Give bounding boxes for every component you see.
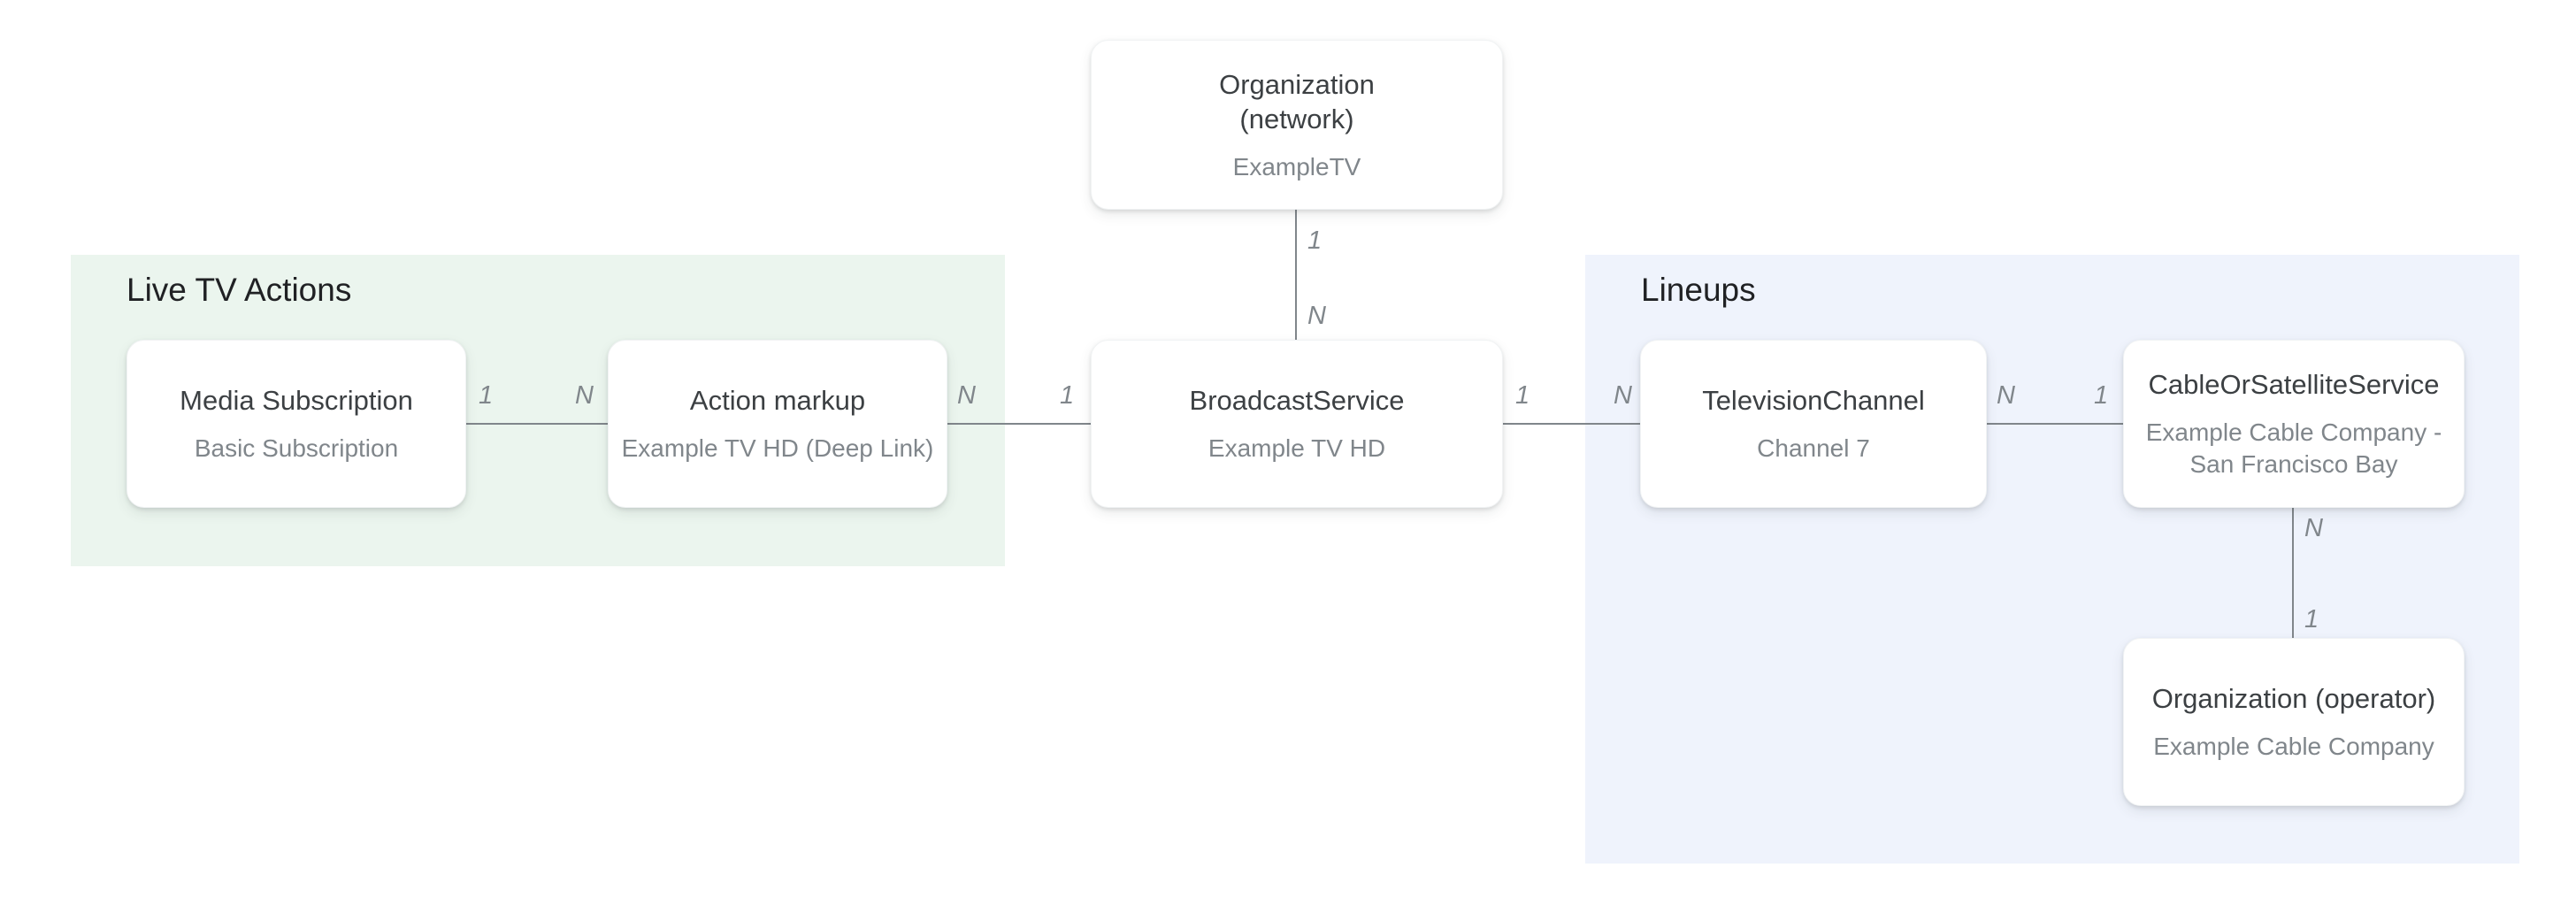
node-cable-or-satellite-service: CableOrSatelliteService Example Cable Co… <box>2123 340 2465 508</box>
edge-channel-to-cable <box>1987 423 2123 425</box>
node-organization-network: Organization (network) ExampleTV <box>1091 40 1503 210</box>
node-subtitle: Example TV HD <box>1208 434 1386 462</box>
cardinality-label: N <box>1997 381 2015 410</box>
cardinality-label: 1 <box>1307 226 1322 255</box>
cardinality-label: N <box>957 381 976 410</box>
cardinality-label: 1 <box>1515 381 1530 410</box>
node-subtitle: Example Cable Company <box>2153 733 2434 760</box>
node-title: Action markup <box>689 385 866 416</box>
node-title: BroadcastService <box>1189 385 1405 416</box>
region-title-lineups: Lineups <box>1641 272 1756 308</box>
node-title: CableOrSatelliteService <box>2148 369 2440 400</box>
cardinality-label: N <box>1614 381 1632 410</box>
edge-cable-to-operator <box>2292 508 2294 638</box>
cardinality-label: N <box>1307 302 1326 330</box>
node-subtitle: ExampleTV <box>1232 152 1361 180</box>
cardinality-label: 1 <box>2304 605 2319 633</box>
edge-network-to-broadcast <box>1295 210 1297 340</box>
node-organization-operator: Organization (operator) Example Cable Co… <box>2123 638 2465 806</box>
node-media-subscription: Media Subscription Basic Subscription <box>126 340 466 508</box>
node-subtitle: Channel 7 <box>1757 434 1870 462</box>
cardinality-label: N <box>575 381 594 410</box>
region-title-live-tv-actions: Live TV Actions <box>126 272 352 308</box>
node-title-line: (network) <box>1239 103 1354 134</box>
node-title: Media Subscription <box>180 385 413 416</box>
edge-action-to-broadcast <box>947 423 1091 425</box>
node-television-channel: TelevisionChannel Channel 7 <box>1640 340 1987 508</box>
node-subtitle: Example Cable Company - San Francisco Ba… <box>2146 417 2442 480</box>
node-title: TelevisionChannel <box>1702 385 1925 416</box>
node-subtitle: Basic Subscription <box>194 434 399 462</box>
node-broadcast-service: BroadcastService Example TV HD <box>1091 340 1503 508</box>
node-title-line: Organization <box>1219 68 1375 100</box>
node-subtitle-line: San Francisco Bay <box>2189 450 2398 478</box>
cardinality-label: N <box>2304 514 2323 542</box>
node-title: Organization (network) <box>1219 67 1375 136</box>
cardinality-label: 1 <box>2094 381 2109 410</box>
node-action-markup: Action markup Example TV HD (Deep Link) <box>608 340 947 508</box>
edge-broadcast-to-channel <box>1503 423 1640 425</box>
cardinality-label: 1 <box>479 381 494 410</box>
cardinality-label: 1 <box>1060 381 1075 410</box>
node-title: Organization (operator) <box>2151 683 2436 714</box>
edge-media-to-action <box>466 423 608 425</box>
node-subtitle-line: Example Cable Company - <box>2145 418 2442 446</box>
node-subtitle: Example TV HD (Deep Link) <box>621 434 934 462</box>
